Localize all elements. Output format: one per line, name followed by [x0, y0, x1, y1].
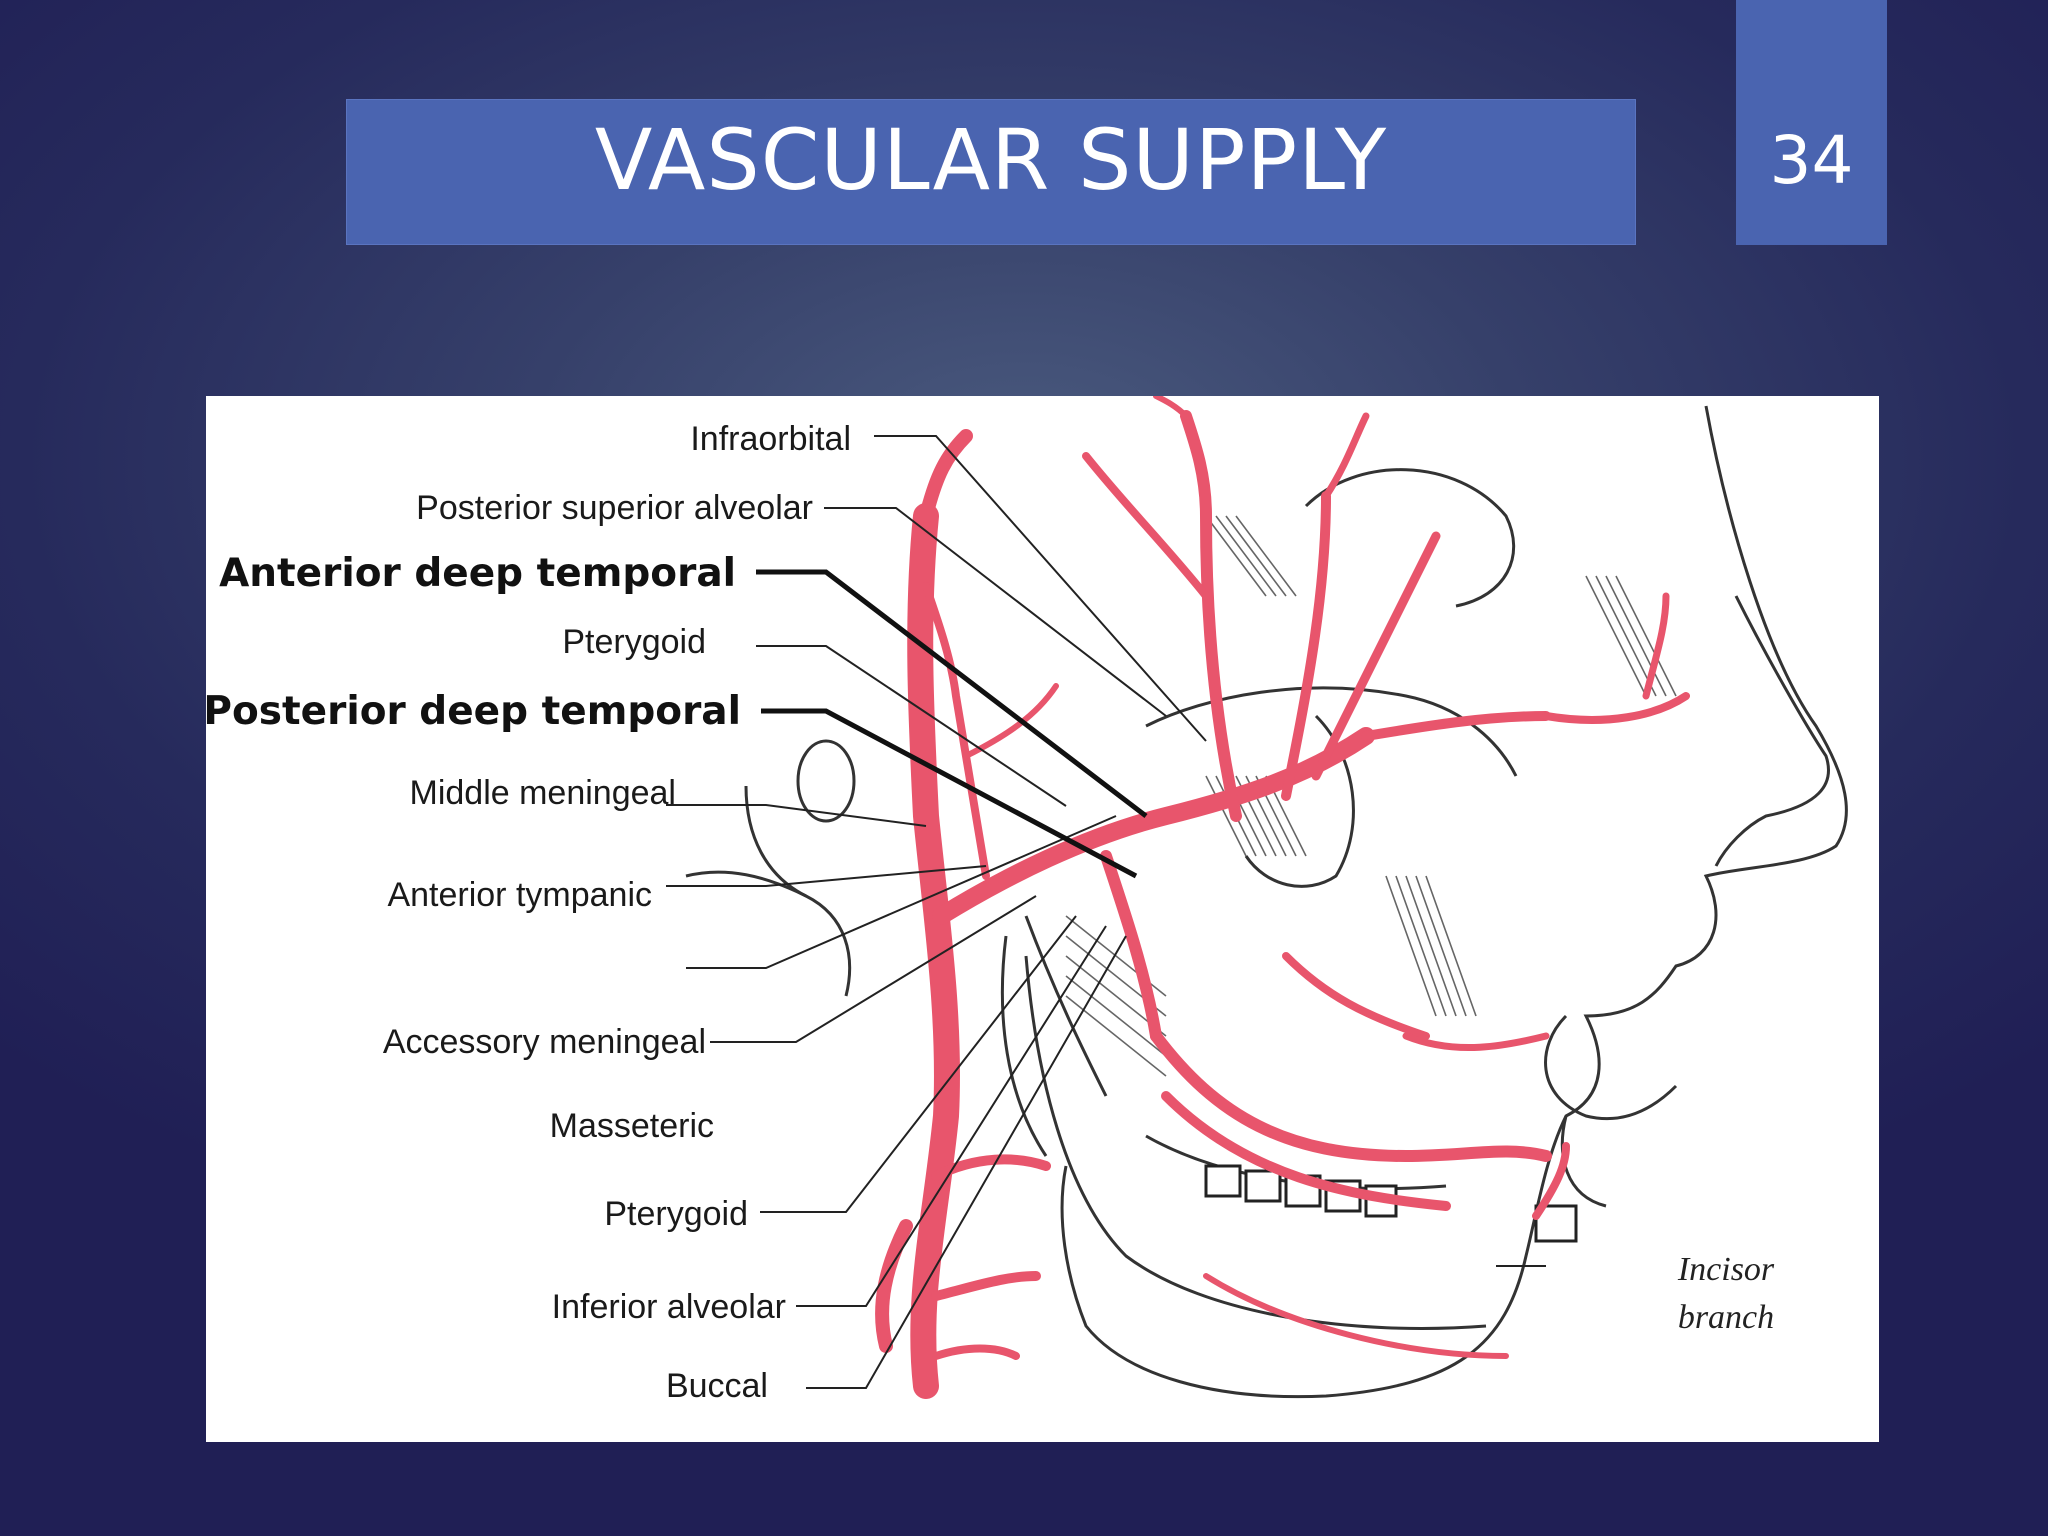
slide-number-box: 34: [1736, 0, 1887, 245]
anatomy-figure: Infraorbital Posterior superior alveolar…: [206, 396, 1879, 1442]
label-buccal: Buccal: [666, 1367, 768, 1405]
label-accessory-meningeal: Accessory meningeal: [383, 1023, 706, 1061]
leader-lines-bold: [756, 569, 1148, 879]
arteries: [875, 396, 1690, 1399]
skull-lineart: [685, 405, 1848, 1399]
slide-number: 34: [1769, 121, 1854, 199]
label-anterior-tympanic: Anterior tympanic: [387, 876, 652, 914]
label-posterior-deep-temporal: Posterior deep temporal: [206, 689, 741, 734]
label-pterygoid-upper: Pterygoid: [562, 623, 706, 661]
maxillary-artery-illustration: Infraorbital Posterior superior alveolar…: [206, 396, 1848, 1405]
leader-lines: [666, 435, 1546, 1389]
label-middle-meningeal: Middle meningeal: [410, 774, 677, 812]
title-bar: VASCULAR SUPPLY: [346, 99, 1636, 245]
label-masseteric: Masseteric: [550, 1107, 714, 1145]
label-pterygoid-lower: Pterygoid: [604, 1195, 748, 1233]
label-anterior-deep-temporal: Anterior deep temporal: [219, 551, 736, 596]
label-posterior-superior-alveolar: Posterior superior alveolar: [416, 489, 813, 527]
label-branch: branch: [1678, 1299, 1774, 1336]
muscle-hatching: [1065, 515, 1677, 1077]
label-incisor: Incisor: [1677, 1251, 1775, 1288]
slide-title: VASCULAR SUPPLY: [594, 111, 1388, 209]
label-infraorbital: Infraorbital: [690, 420, 851, 458]
label-inferior-alveolar: Inferior alveolar: [552, 1288, 786, 1326]
